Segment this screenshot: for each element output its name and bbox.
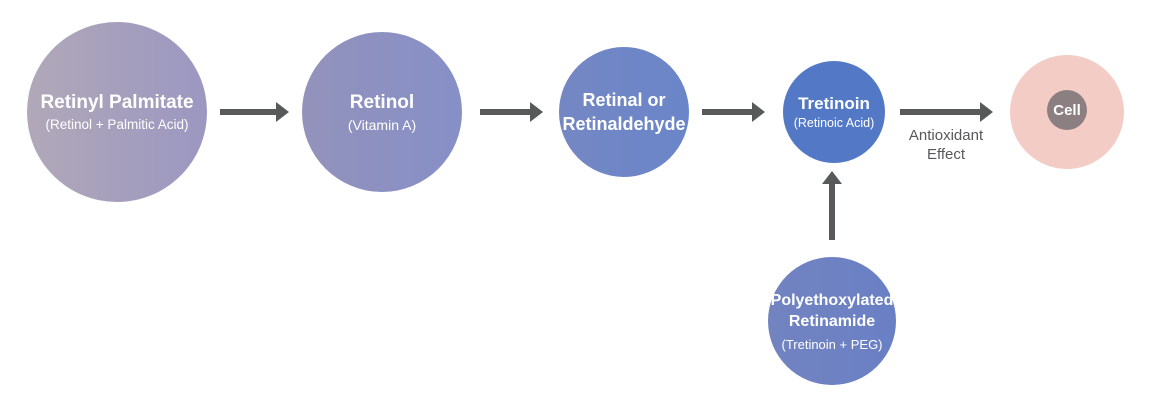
arrow-retinamide-to-tretinoin <box>822 171 842 240</box>
cell-nucleus-circle: Cell <box>1047 90 1087 130</box>
arrow-head-right-icon <box>276 102 289 122</box>
node-subtitle: (Tretinoin + PEG) <box>781 337 883 352</box>
arrow-head-up-icon <box>822 171 842 184</box>
node-title: Tretinoin <box>798 94 870 113</box>
arrow-head-right-icon <box>752 102 765 122</box>
antioxidant-effect-line1: Antioxidant <box>908 127 984 144</box>
node-subtitle: (Retinol + Palmitic Acid) <box>45 117 189 132</box>
arrow-shaft <box>220 109 276 115</box>
node-title-line1: Retinal or <box>582 90 666 110</box>
antioxidant-effect-line2: Effect <box>926 146 966 163</box>
node-retinal-or-retinaldehyde: Retinal or Retinaldehyde <box>559 47 689 177</box>
node-subtitle: (Retinoic Acid) <box>793 116 875 130</box>
antioxidant-effect-label: Antioxidant Effect <box>898 126 994 164</box>
arrow-retinol-to-retinal <box>480 102 543 122</box>
node-polyethoxylated-retinamide: Polyethoxylated Retinamide (Tretinoin + … <box>768 257 896 385</box>
node-title-line2: Retinamide <box>788 313 876 330</box>
node-title-line2: Retinaldehyde <box>562 114 686 134</box>
arrow-shaft <box>900 109 980 115</box>
node-cell: Cell <box>1010 55 1124 169</box>
node-title: Cell <box>1053 101 1081 119</box>
arrow-head-right-icon <box>530 102 543 122</box>
arrow-retinal-to-tretinoin <box>702 102 765 122</box>
node-title-line1: Polyethoxylated <box>770 292 894 309</box>
node-retinol: Retinol (Vitamin A) <box>302 32 462 192</box>
arrow-head-right-icon <box>980 102 993 122</box>
node-retinyl-palmitate: Retinyl Palmitate (Retinol + Palmitic Ac… <box>27 22 207 202</box>
arrow-retinyl-to-retinol <box>220 102 289 122</box>
arrow-shaft <box>829 184 835 240</box>
node-title: Retinyl Palmitate <box>40 92 194 113</box>
arrow-shaft <box>480 109 530 115</box>
node-subtitle: (Vitamin A) <box>347 116 417 133</box>
arrow-tretinoin-to-cell <box>900 102 993 122</box>
node-tretinoin: Tretinoin (Retinoic Acid) <box>783 61 885 163</box>
node-title: Retinol <box>349 91 415 113</box>
arrow-shaft <box>702 109 752 115</box>
